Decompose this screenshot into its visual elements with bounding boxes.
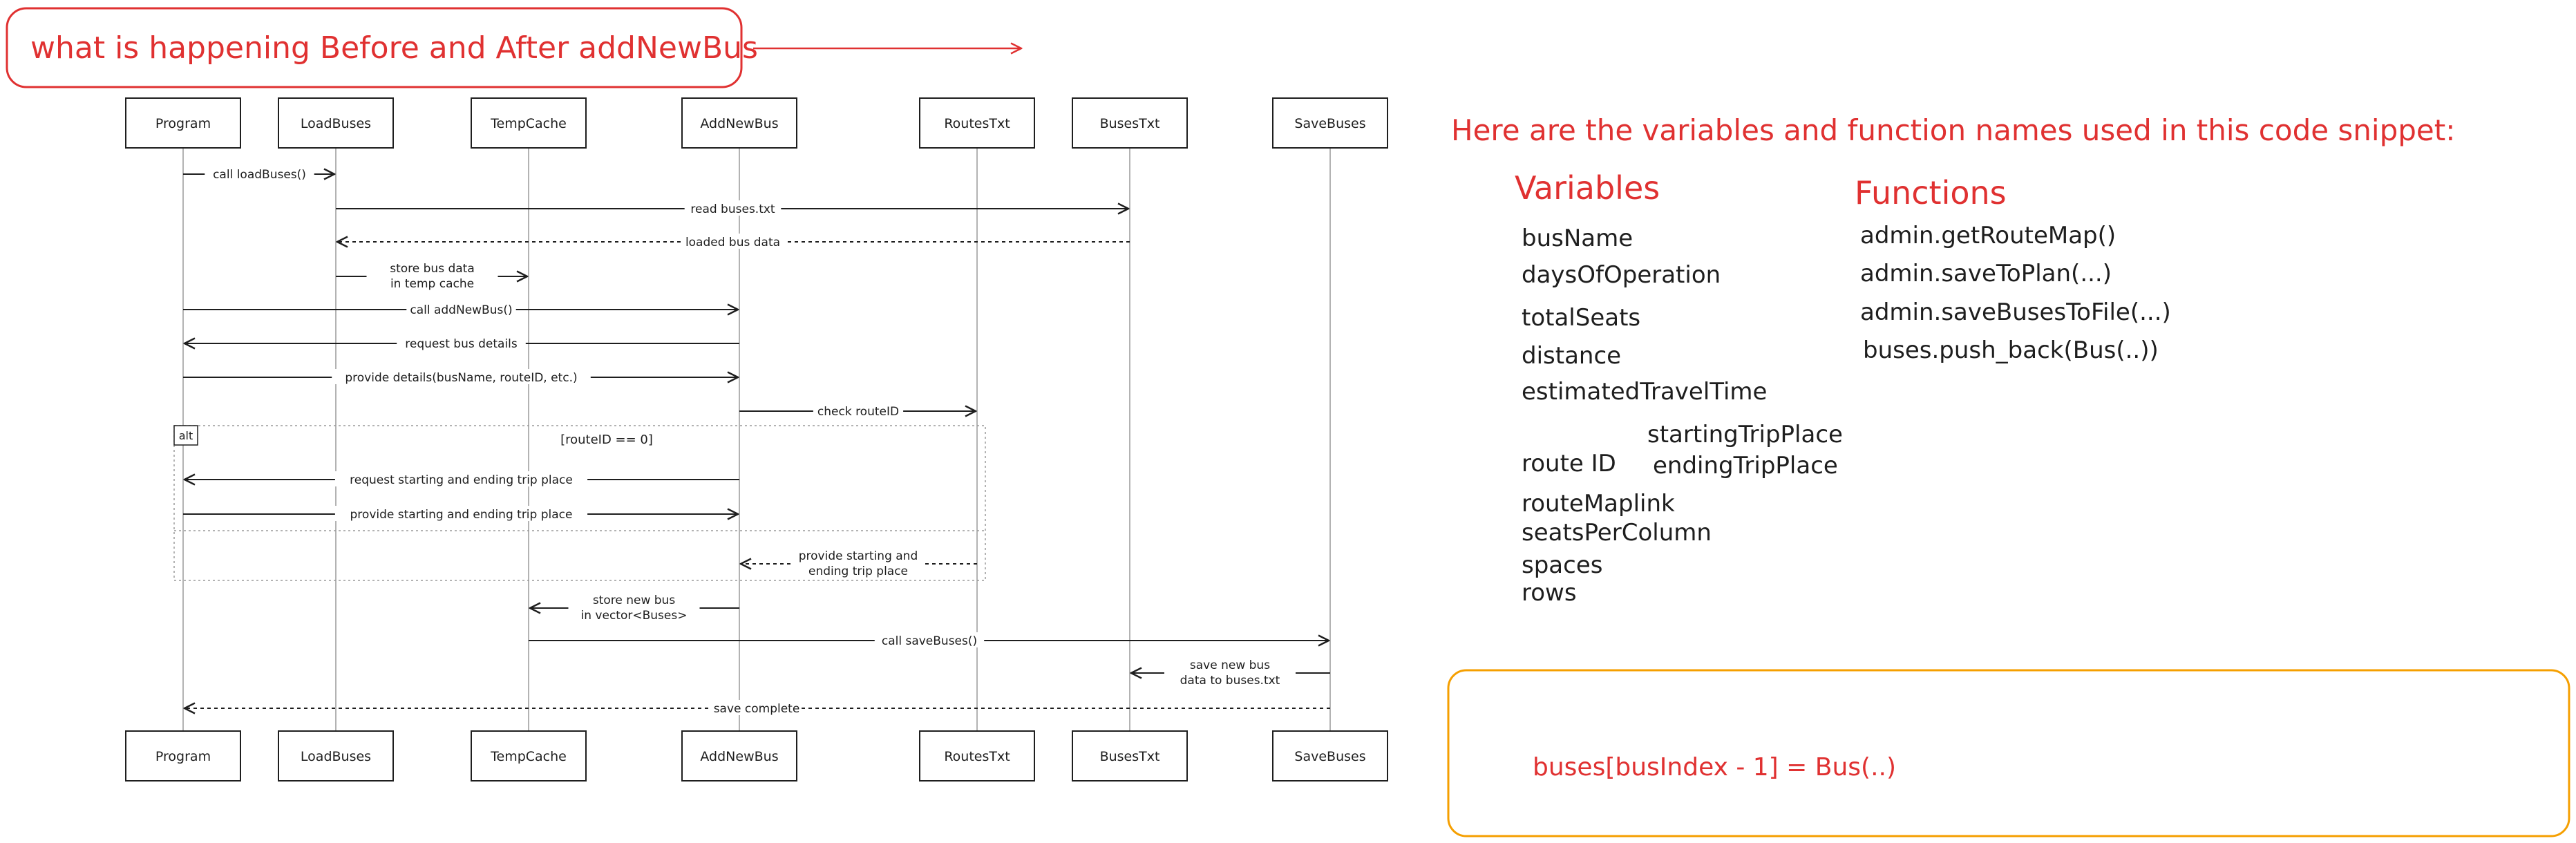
var-startingTripPlace: startingTripPlace	[1647, 421, 1843, 448]
message-label-10: provide starting and ending trip place	[350, 508, 573, 522]
notes-heading: Here are the variables and function name…	[1451, 113, 2455, 147]
message-label-14-line1: save new bus	[1190, 659, 1270, 672]
alt-tag-label: alt	[179, 429, 193, 442]
participant-box-savebuses-bottom	[1272, 730, 1388, 782]
alt-frame-border	[173, 425, 986, 581]
var-totalSeats: totalSeats	[1522, 304, 1640, 332]
var-routeId: route ID	[1522, 450, 1616, 477]
participant-label-routestxt-bottom: RoutesTxt	[944, 749, 1010, 764]
messages: call loadBuses() read buses.txt loaded bus…	[183, 166, 1330, 716]
var-endingTripPlace: endingTripPlace	[1653, 452, 1838, 480]
code-line: buses[busIndex - 1] = Bus(..)	[1533, 753, 1896, 782]
message-label-5: call addNewBus()	[410, 303, 512, 317]
code-box	[1447, 669, 2570, 837]
var-routeMaplink: routeMaplink	[1522, 490, 1675, 518]
participant-box-addnewbus-bottom	[681, 730, 797, 782]
participant-box-loadbuses-bottom	[278, 730, 394, 782]
title-box	[6, 7, 743, 88]
participant-label-addnewbus-top: AddNewBus	[700, 116, 778, 131]
participant-box-addnewbus-top	[681, 97, 797, 149]
message-label-bg-6	[397, 335, 526, 350]
message-label-bg-8	[813, 403, 904, 418]
message-label-4-line2: in temp cache	[390, 277, 474, 291]
participant-label-savebuses-top: SaveBuses	[1294, 116, 1365, 131]
fn-saveToPlan: admin.saveToPlan(...)	[1860, 260, 2112, 287]
participant-label-tempcache-top: TempCache	[490, 116, 567, 131]
message-label-3: loaded bus data	[685, 236, 780, 249]
message-label-bg-11	[793, 547, 924, 578]
message-label-8: check routeID	[817, 405, 899, 419]
var-distance: distance	[1522, 342, 1621, 370]
message-label-4-line1: store bus data	[390, 262, 475, 276]
participant-box-program-bottom	[125, 730, 241, 782]
participant-box-busestxt-bottom	[1072, 730, 1188, 782]
alt-tag-box	[173, 425, 198, 446]
fn-pushBack: buses.push_back(Bus(..))	[1863, 337, 2159, 364]
participant-box-busestxt-top	[1072, 97, 1188, 149]
alt-frame: alt [routeID == 0]	[173, 425, 986, 581]
message-label-12-line1: store new bus	[593, 594, 676, 607]
message-label-11-line2: ending trip place	[808, 565, 908, 578]
participant-box-routestxt-top	[919, 97, 1035, 149]
diagram-title: what is happening Before and After addNe…	[30, 30, 758, 66]
message-label-14-line2: data to buses.txt	[1180, 674, 1280, 688]
participant-label-busestxt-bottom: BusesTxt	[1100, 749, 1160, 764]
var-rows: rows	[1522, 579, 1577, 607]
participant-label-loadbuses-bottom: LoadBuses	[301, 749, 371, 764]
message-label-1: call loadBuses()	[213, 168, 306, 182]
participant-label-program-top: Program	[155, 116, 211, 131]
var-seatsPerColumn: seatsPerColumn	[1522, 519, 1712, 547]
message-label-12-line2: in vector<Buses>	[581, 609, 688, 623]
message-label-bg-15	[711, 700, 802, 715]
participant-box-program-top	[125, 97, 241, 149]
variables-title: Variables	[1515, 169, 1660, 207]
fn-saveBusesToFile: admin.saveBusesToFile(...)	[1860, 299, 2171, 326]
participant-label-tempcache-bottom: TempCache	[490, 749, 567, 764]
message-label-7: provide details(busName, routeID, etc.)	[345, 371, 577, 385]
message-label-bg-10	[334, 506, 588, 521]
message-label-13: call saveBuses()	[882, 634, 977, 648]
message-label-bg-7	[332, 369, 591, 384]
var-estimatedTravelTime: estimatedTravelTime	[1522, 378, 1767, 406]
message-label-15: save complete	[714, 702, 800, 716]
alt-condition: [routeID == 0]	[560, 433, 653, 447]
participant-label-busestxt-top: BusesTxt	[1100, 116, 1160, 131]
message-label-bg-2	[684, 200, 782, 216]
message-label-bg-13	[874, 632, 985, 647]
message-label-6: request bus details	[405, 337, 518, 351]
fn-getRouteMap: admin.getRouteMap()	[1860, 222, 2116, 249]
functions-title: Functions	[1855, 174, 2007, 211]
message-label-bg-1	[205, 166, 314, 181]
participant-box-routestxt-bottom	[919, 730, 1035, 782]
participant-box-loadbuses-top	[278, 97, 394, 149]
participant-label-program-bottom: Program	[155, 749, 211, 764]
participant-label-savebuses-bottom: SaveBuses	[1294, 749, 1365, 764]
participant-boxes: ProgramProgramLoadBusesLoadBusesTempCach…	[125, 97, 1388, 782]
message-label-bg-3	[681, 234, 784, 249]
participant-box-tempcache-bottom	[471, 730, 587, 782]
message-label-bg-9	[334, 471, 588, 486]
message-label-9: request starting and ending trip place	[350, 473, 573, 487]
participant-label-routestxt-top: RoutesTxt	[944, 116, 1010, 131]
participant-label-loadbuses-top: LoadBuses	[301, 116, 371, 131]
var-spaces: spaces	[1522, 551, 1602, 579]
participant-box-savebuses-top	[1272, 97, 1388, 149]
message-label-bg-5	[406, 301, 516, 316]
var-daysOfOperation: daysOfOperation	[1522, 261, 1721, 289]
message-label-2: read buses.txt	[690, 202, 775, 216]
message-label-bg-4	[366, 260, 498, 290]
var-busName: busName	[1522, 225, 1633, 252]
participant-box-tempcache-top	[471, 97, 587, 149]
message-label-bg-12	[568, 591, 700, 622]
message-label-bg-14	[1164, 656, 1296, 687]
message-label-11-line1: provide starting and	[799, 549, 918, 563]
participant-label-addnewbus-bottom: AddNewBus	[700, 749, 778, 764]
